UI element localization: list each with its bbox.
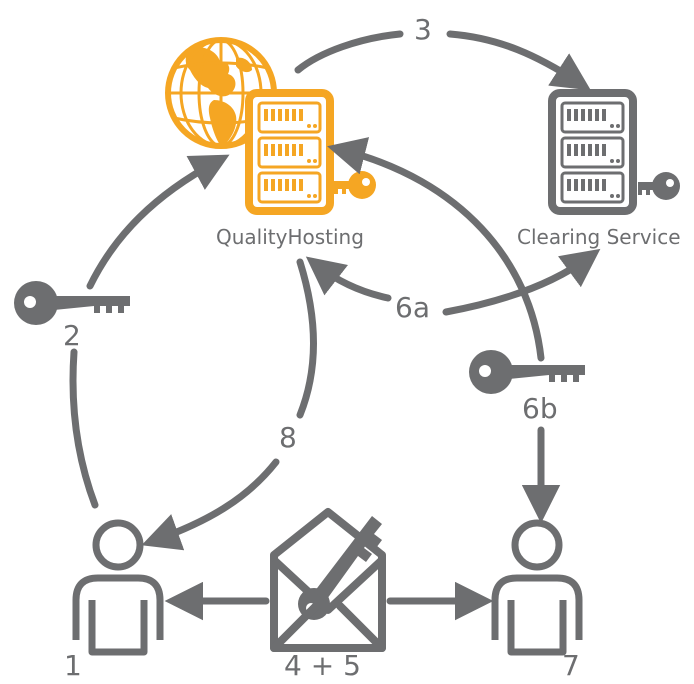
arrow-step-8 [296, 258, 317, 419]
step-label-3: 3 [414, 13, 432, 46]
key-icon [638, 169, 683, 203]
envelope-icon [270, 508, 386, 652]
server-icon [245, 89, 334, 215]
arrow-step-8 [141, 458, 280, 551]
step-label-2: 2 [63, 319, 81, 352]
step-label-6b: 6b [522, 392, 558, 425]
arrow-step-3 [294, 30, 404, 74]
node-label-clearing-service: Clearing Service [517, 225, 681, 249]
arrow-step-2 [86, 154, 230, 290]
step-label-6a: 6a [395, 291, 430, 324]
arrow-step-6b [327, 137, 545, 362]
arrow-step-3 [446, 30, 591, 91]
arrow-step-6a [305, 256, 392, 302]
node-label-quality-hosting: QualityHosting [216, 225, 364, 249]
arrow-step-2 [69, 348, 99, 509]
node-label-envelope: 4 + 5 [284, 649, 361, 682]
node-label-user-7: 7 [562, 649, 580, 682]
user-icon [72, 519, 164, 656]
key-icon [14, 281, 130, 325]
server-icon [548, 89, 637, 215]
key-icon [334, 168, 379, 202]
step-label-8: 8 [279, 421, 297, 454]
key-icon [469, 350, 585, 394]
node-label-user-1: 1 [64, 649, 82, 682]
user-icon [491, 519, 583, 656]
